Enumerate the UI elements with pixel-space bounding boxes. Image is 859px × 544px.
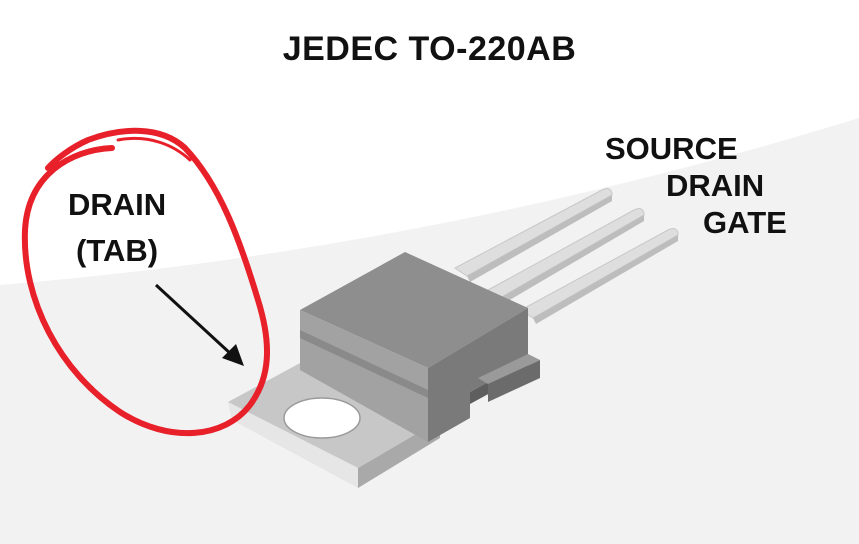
leads [454, 188, 679, 324]
pin-label-gate: GATE [703, 205, 787, 240]
page-title: JEDEC TO-220AB [282, 30, 577, 68]
pointer-arrow [154, 283, 244, 366]
lead-gate [520, 228, 679, 319]
package-body [300, 252, 540, 442]
lead-drain [487, 208, 645, 299]
pin-label-source: SOURCE [605, 131, 738, 166]
lead-source [454, 188, 613, 277]
tab-label-tab: (TAB) [76, 233, 159, 268]
tab-highlight-loop [21, 127, 270, 437]
tab-label-drain: DRAIN [68, 187, 167, 222]
mounting-hole [283, 397, 361, 439]
pin-label-drain: DRAIN [666, 168, 765, 203]
